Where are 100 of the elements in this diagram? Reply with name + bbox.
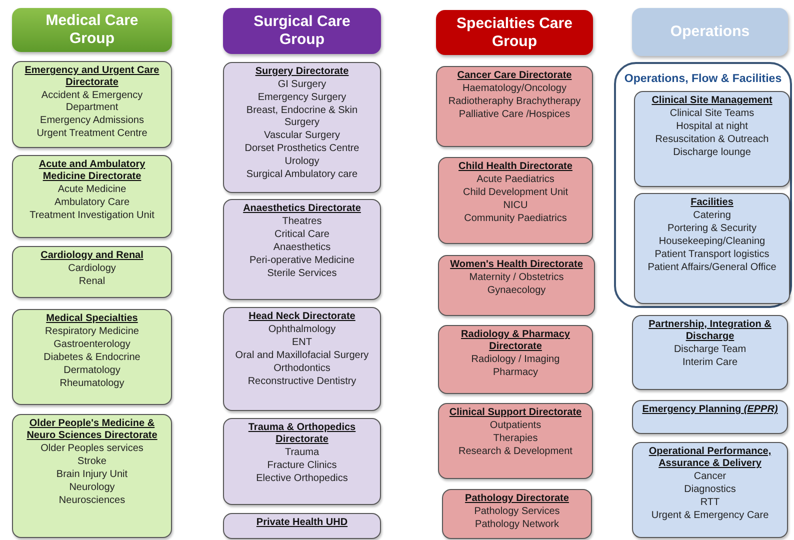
group-outline [614, 62, 792, 308]
service-item: Cancer [694, 471, 726, 483]
directorate-title: Medical Specialties [46, 313, 138, 325]
directorate-box [12, 155, 172, 238]
service-item: Catering [693, 210, 731, 222]
service-item: Surgical Ambulatory care [246, 169, 358, 181]
directorate-box [438, 403, 593, 479]
service-item: Discharge Team [674, 344, 746, 356]
directorate-title: Acute and Ambulatory Medicine Directorate [38, 159, 146, 183]
service-item: Diagnostics [684, 484, 736, 496]
service-item: Reconstructive Dentistry [248, 376, 356, 388]
service-item: Pathology Services [474, 506, 560, 518]
service-item: Clinical Site Teams [670, 108, 754, 120]
service-item: Urgent & Emergency Care [651, 510, 769, 522]
service-item: Trauma [284, 447, 320, 459]
directorate-title: Older People's Medicine & Neuro Sciences Directorate [26, 418, 158, 442]
directorate-box [438, 157, 593, 244]
service-item: Pathology Network [475, 519, 559, 531]
directorate-box [632, 315, 788, 390]
service-item: Research & Development [458, 446, 572, 458]
directorate-box [436, 66, 593, 147]
service-item: Portering & Security [668, 223, 756, 235]
group-header [632, 8, 788, 56]
service-item: Outpatients [490, 420, 542, 432]
service-item: Discharge lounge [673, 147, 751, 159]
header-title: Surgical Care Group [252, 13, 352, 49]
service-item: Fracture Clinics [267, 460, 337, 472]
directorate-title: Emergency and Urgent Care Directorate [24, 65, 160, 89]
service-item: Rheumatology [60, 378, 124, 390]
service-item: Stroke [78, 456, 106, 468]
directorate-box [634, 193, 790, 304]
service-item: GI Surgery [278, 79, 326, 91]
service-item: Brain Injury Unit [56, 469, 128, 481]
directorate-title: Child Health Directorate [458, 161, 572, 173]
directorate-title: Radiology & Pharmacy Directorate [460, 329, 571, 353]
service-item: Gastroenterology [54, 339, 130, 351]
service-item: Interim Care [682, 357, 738, 369]
directorate-title: Surgery Directorate [255, 66, 349, 78]
directorate-box [634, 91, 790, 187]
service-item: Anaesthetics [273, 242, 331, 254]
service-item: Maternity / Obstetrics [469, 272, 564, 284]
directorate-title: Emergency Planning (EPPR) [642, 404, 778, 416]
service-item: Peri-operative Medicine [249, 255, 355, 267]
service-item: Radiotheraphy Brachytherapy [448, 96, 581, 108]
directorate-box [223, 513, 381, 539]
directorate-title: Pathology Directorate [465, 493, 569, 505]
service-item: Elective Orthopedics [256, 473, 348, 485]
service-item: Sterile Services [267, 268, 337, 280]
directorate-title: Facilities [690, 197, 734, 209]
directorate-box [223, 62, 381, 193]
directorate-box [442, 489, 592, 539]
directorate-title: Trauma & Orthopedics Directorate [247, 422, 357, 446]
service-item: Orthodontics [274, 363, 330, 375]
directorate-title: Anaesthetics Directorate [243, 203, 361, 215]
service-item: Therapies [493, 433, 538, 445]
directorate-box [12, 246, 172, 298]
service-item: Acute Paediatrics [476, 174, 554, 186]
directorate-box [12, 61, 172, 148]
service-item: Neurosciences [58, 495, 126, 507]
directorate-title: Operational Performance, Assurance & Delivery [648, 446, 772, 470]
service-item: Dorset Prosthetics Centre [244, 143, 360, 155]
service-item: Renal [78, 276, 106, 288]
directorate-box [12, 414, 172, 538]
service-item: NICU [503, 200, 528, 212]
service-item: Treatment Investigation Unit [30, 210, 154, 222]
directorate-title: Clinical Site Management [652, 95, 772, 107]
directorate-box [632, 400, 788, 434]
service-item: Dermatology [64, 365, 120, 377]
service-item: Pharmacy [492, 367, 538, 379]
service-item: Emergency Admissions [40, 115, 144, 127]
service-item: Urgent Treatment Centre [36, 128, 148, 140]
directorate-box [438, 255, 595, 316]
service-item: Radiology / Imaging [471, 354, 560, 366]
service-item: Critical Care [274, 229, 330, 241]
service-item: Neurology [69, 482, 115, 494]
service-item: Accident & Emergency Department [40, 90, 144, 114]
directorate-title: Partnership, Integration & Discharge [648, 319, 772, 343]
directorate-title: Cancer Care Directorate [457, 70, 572, 82]
directorate-box [632, 442, 788, 538]
service-item: Resuscitation & Outreach [655, 134, 769, 146]
service-item: Community Paediatrics [464, 213, 567, 225]
service-item: Haematology/Oncology [462, 83, 566, 95]
directorate-box [223, 307, 381, 411]
group-header [223, 8, 381, 54]
directorate-title: Private Health UHD [256, 517, 348, 529]
service-item: Theatres [282, 216, 322, 228]
service-item: Older Peoples services [40, 443, 144, 455]
group-title: Operations, Flow & Facilities [624, 73, 782, 87]
service-item: Oral and Maxillofacial Surgery [235, 350, 369, 362]
service-item: Ambulatory Care [54, 197, 130, 209]
service-item: Child Development Unit [462, 187, 568, 199]
service-item: RTT [700, 497, 720, 509]
service-item: Vascular Surgery [264, 130, 340, 142]
directorate-box [223, 418, 381, 505]
service-item: Cardiology [68, 263, 116, 275]
service-item: Palliative Care /Hospices [458, 109, 570, 121]
service-item: Emergency Surgery [258, 92, 346, 104]
service-item: Breast, Endocrine & Skin Surgery [245, 105, 359, 129]
service-item: Patient Affairs/General Office [648, 262, 776, 274]
directorate-title: Clinical Support Directorate [449, 407, 582, 419]
